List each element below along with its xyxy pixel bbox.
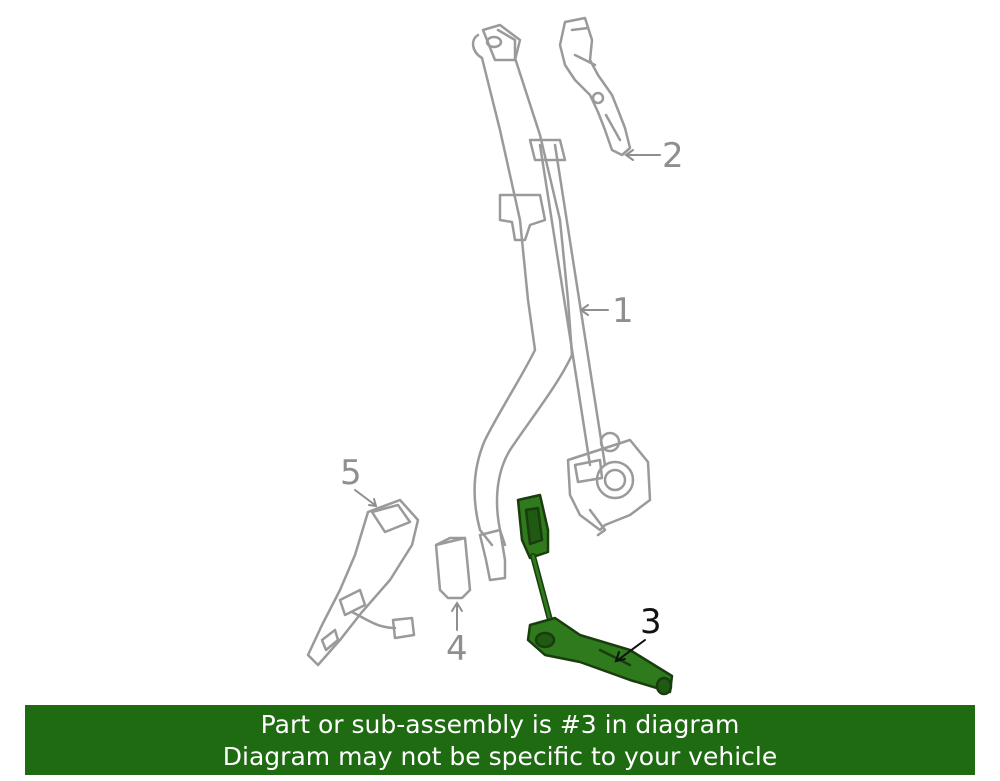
- part-4-cover[interactable]: [434, 536, 472, 600]
- callout-4: 4: [446, 629, 468, 669]
- part-3-buckle-assembly[interactable]: [516, 493, 674, 696]
- banner-line-disclaimer: Diagram may not be specific to your vehi…: [222, 742, 778, 771]
- part-5-buckle-with-connector[interactable]: [306, 498, 420, 667]
- callout-3: 3: [640, 602, 662, 642]
- parts-diagram: 1 2 3 4 5: [306, 16, 684, 696]
- leader-lines: [354, 149, 661, 663]
- part-2-height-adjuster[interactable]: [558, 16, 632, 157]
- info-banner: Part or sub-assembly is #3 in diagram Di…: [25, 705, 975, 775]
- part-1-seat-belt-assembly[interactable]: [471, 23, 652, 582]
- callout-5: 5: [340, 453, 362, 493]
- banner-line-part: Part or sub-assembly is #3 in diagram: [260, 710, 740, 739]
- callout-2: 2: [662, 136, 684, 176]
- callout-1: 1: [612, 291, 634, 331]
